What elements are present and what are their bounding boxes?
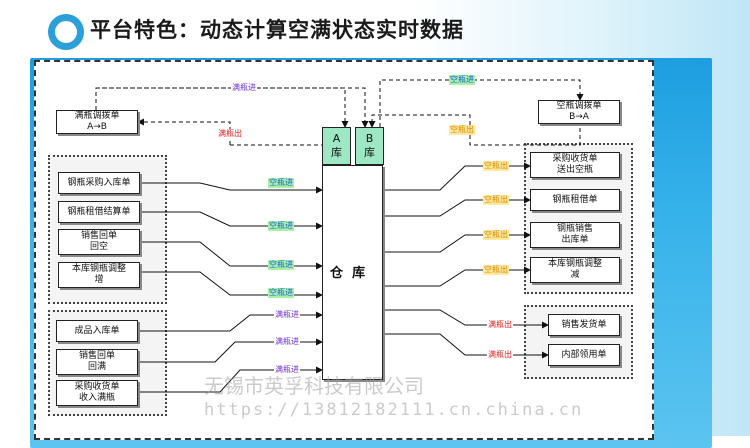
library-word: 库 (364, 146, 375, 159)
flow-tag: 空瓶进 (268, 260, 294, 270)
flow-tag: 空瓶出 (483, 265, 509, 275)
node-line: 增 (94, 275, 104, 285)
watermark-url: https://13812182111.cn.china.cn (204, 400, 584, 420)
empty-transfer-node: 空瓶调拨单 B→A (538, 100, 620, 124)
node-line: 回空 (89, 242, 108, 252)
doc-node: 钢瓶销售 出库单 (530, 222, 620, 248)
node-line: 采购收货单 (552, 154, 598, 164)
flow-line (383, 333, 549, 359)
warehouse-box (322, 165, 383, 380)
flow-tag: 空瓶出 (483, 195, 509, 205)
page-title: 平台特色：动态计算空满状态实时数据 (90, 18, 464, 42)
node-line: 空瓶调拨单 (556, 101, 602, 111)
node-line: A→B (87, 122, 107, 132)
flow-tag: 满瓶出 (487, 350, 513, 360)
flow-line (95, 87, 349, 128)
flow-tag: 满瓶出 (487, 320, 513, 330)
node-line: 钢瓶租借单 (552, 194, 598, 205)
full-transfer-node: 满瓶调拨单 A→B (56, 110, 138, 134)
library-a: A 库 (322, 127, 351, 165)
library-b: B 库 (355, 127, 384, 165)
doc-node: 内部领用单 (548, 344, 620, 366)
doc-node: 采购收货单 送出空瓶 (530, 152, 620, 178)
flow-tag: 满瓶进 (274, 365, 300, 375)
flow-tag: 空瓶出 (483, 161, 509, 171)
doc-node: 成品入库单 (56, 320, 138, 342)
node-line: 销售发货单 (561, 319, 607, 330)
flow-tag: 空瓶出 (483, 230, 509, 240)
flow-tag: 满瓶出 (217, 129, 243, 139)
flow-tag: 满瓶进 (231, 83, 257, 93)
doc-node: 钢瓶租借结算单 (58, 201, 140, 223)
warehouse-label: 仓 库 (330, 262, 365, 281)
flow-tag: 空瓶进 (268, 178, 294, 188)
node-line: 本库钢瓶调整 (547, 259, 602, 269)
node-line: 采购收货单 (74, 382, 120, 392)
flow-tag: 满瓶进 (274, 310, 300, 320)
node-line: 满瓶调拨单 (74, 111, 120, 121)
flow-tag: 空瓶进 (449, 75, 475, 85)
node-line: 销售回单 (80, 231, 117, 241)
doc-node: 销售发货单 (548, 314, 620, 336)
watermark-company: 无锡市英孚科技有限公司 (204, 374, 424, 398)
flow-line (383, 309, 549, 329)
doc-node: 采购收货单 收入满瓶 (56, 380, 138, 406)
doc-node: 销售回单 回满 (56, 349, 138, 375)
flow-tag: 满瓶进 (274, 337, 300, 347)
warehouse-label-left: 仓 (330, 266, 344, 281)
node-line: 成品入库单 (74, 325, 120, 336)
flow-tag: 空瓶进 (268, 288, 294, 298)
node-line: 本库钢瓶调整 (71, 264, 126, 274)
node-line: 收入满瓶 (78, 393, 115, 403)
doc-node: 本库钢瓶调整 减 (530, 257, 620, 283)
node-line: 出库单 (561, 235, 589, 245)
flow-tag: 空瓶出 (449, 125, 475, 135)
node-line: 销售回单 (78, 351, 115, 361)
library-letter: A (332, 132, 341, 145)
flow-line (379, 79, 584, 127)
flow-line (140, 211, 323, 230)
node-line: 减 (570, 270, 580, 280)
doc-node: 销售回单 回空 (58, 229, 140, 255)
node-line: 钢瓶销售 (556, 224, 593, 234)
doc-node: 钢瓶采购入库单 (58, 172, 140, 194)
doc-node: 本库钢瓶调整 增 (58, 262, 140, 288)
flow-tag: 空瓶进 (268, 221, 294, 231)
title-ring-icon (48, 14, 84, 50)
node-line: 送出空瓶 (556, 165, 593, 175)
node-line: 回满 (87, 362, 106, 372)
library-letter: B (365, 132, 374, 145)
library-word: 库 (331, 146, 342, 159)
flow-line (140, 182, 323, 194)
warehouse-label-right: 库 (352, 266, 366, 281)
flow-line (96, 87, 369, 128)
flow-line (140, 241, 323, 270)
flow-line (140, 271, 323, 299)
node-line: 钢瓶租借结算单 (67, 206, 131, 217)
node-line: 内部领用单 (561, 349, 607, 360)
doc-node: 钢瓶租借单 (530, 189, 620, 211)
node-line: B→A (569, 112, 589, 122)
node-line: 钢瓶采购入库单 (67, 177, 131, 188)
